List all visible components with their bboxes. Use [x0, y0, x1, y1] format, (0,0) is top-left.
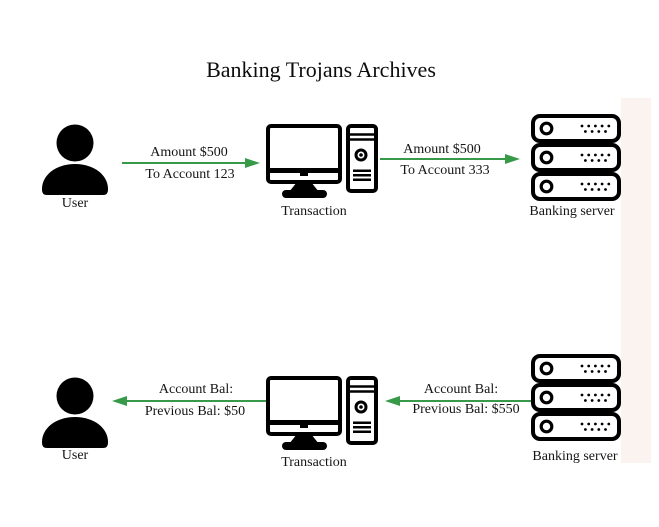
- arrow-label-balance: Account Bal:: [158, 382, 234, 397]
- arrow-label-amount: Amount $500: [150, 145, 228, 160]
- arrow-transaction-to-user: [112, 395, 268, 406]
- transaction-computer-icon: [266, 124, 378, 198]
- transaction-computer-icon: [266, 376, 378, 450]
- arrowhead-right-icon: [245, 157, 260, 168]
- arrow-label-amount: Amount $500: [403, 142, 481, 157]
- arrow-label-account: To Account 123: [145, 167, 235, 182]
- arrowhead-left-icon: [112, 395, 127, 406]
- user-icon: [42, 124, 108, 195]
- arrowhead-left-icon: [385, 395, 400, 406]
- banking-server-label: Banking server: [529, 204, 615, 219]
- arrow-user-to-transaction: [122, 157, 260, 168]
- banking-server-label: Banking server: [532, 449, 618, 464]
- arrowhead-right-icon: [505, 153, 520, 164]
- page-title: Banking Trojans Archives: [206, 57, 436, 82]
- user-label: User: [61, 196, 89, 211]
- arrow-transaction-to-server: [380, 153, 520, 164]
- arrow-label-previous-balance: Previous Bal: $50: [144, 404, 246, 419]
- side-panel-background: [621, 98, 651, 463]
- transaction-label: Transaction: [281, 204, 347, 219]
- banking-server-icon: [531, 354, 621, 441]
- arrow-label-previous-balance: Previous Bal: $550: [412, 402, 520, 417]
- user-label: User: [61, 448, 89, 463]
- arrow-label-balance: Account Bal:: [423, 382, 499, 397]
- user-icon: [42, 377, 108, 448]
- banking-server-icon: [531, 114, 621, 201]
- transaction-label: Transaction: [281, 455, 347, 470]
- arrow-server-to-transaction: [385, 395, 531, 406]
- arrow-label-account: To Account 333: [400, 163, 490, 178]
